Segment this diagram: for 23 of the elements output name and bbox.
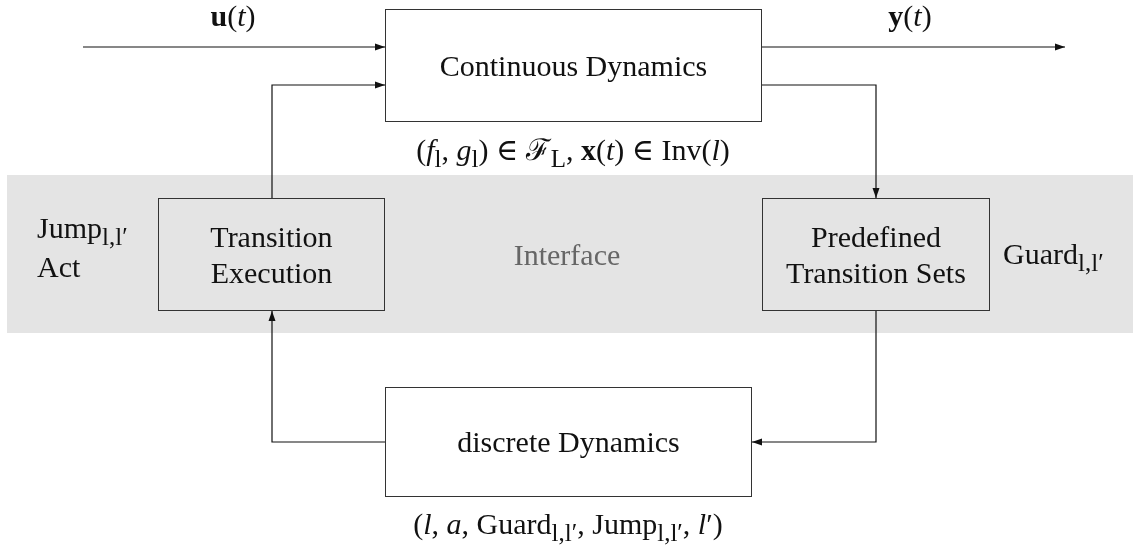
block-label: discrete Dynamics <box>456 424 681 460</box>
arrow <box>761 84 880 199</box>
arrow <box>268 310 386 443</box>
arrow <box>271 81 386 199</box>
arrow <box>761 43 1066 51</box>
block-label: Transition Execution <box>209 218 334 291</box>
arrow <box>82 43 386 51</box>
math-annotation: (f$_{l}$, g$_{l}$) ∈ ℱ$_{L}$, x(t) ∈ Inv(l) <box>416 132 730 174</box>
block-box <box>385 9 762 122</box>
math-annotation: Act <box>37 249 81 285</box>
block-box <box>762 198 990 311</box>
band-label: Interface <box>513 237 621 273</box>
math-annotation: (l, a, Guard$_{l,l′}$, Jump$_{l,l′}$, l′) <box>413 506 723 548</box>
math-annotation: Guard$_{l,l′}$ <box>1003 236 1104 278</box>
signal-label: y(t) <box>888 0 932 34</box>
signal-label: u(t) <box>210 0 256 34</box>
block-label: Predefined Transition Sets <box>785 218 967 291</box>
block-label: Continuous Dynamics <box>438 47 709 84</box>
interface-band <box>7 175 1133 333</box>
math-annotation: Jump$_{l,l′}$ <box>37 210 128 252</box>
block-box <box>158 198 385 311</box>
arrow <box>751 310 877 446</box>
block-box <box>385 387 752 497</box>
